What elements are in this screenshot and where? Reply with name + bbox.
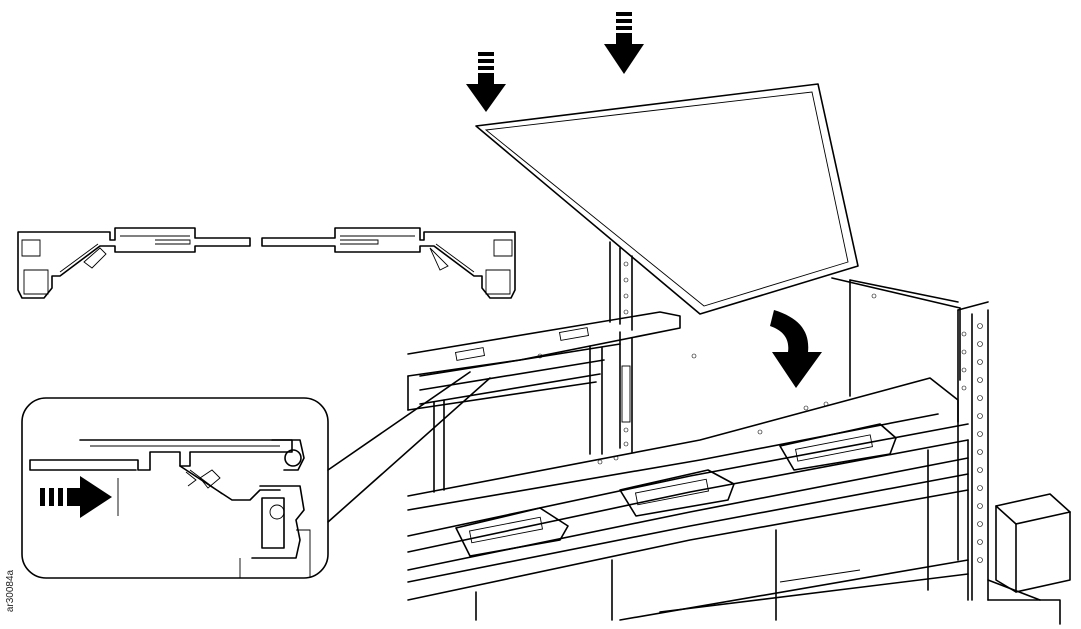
cover-panel xyxy=(475,83,859,315)
detail-callout xyxy=(21,371,491,579)
push-right-arrow-icon xyxy=(40,476,112,518)
push-down-arrow-icon xyxy=(604,12,644,74)
frame-structure xyxy=(407,241,1071,625)
cross-section-profile xyxy=(17,227,516,299)
push-down-arrow-icon xyxy=(466,52,506,112)
slide-down-arrow-icon xyxy=(770,310,822,388)
figure-id-label: ar30084a xyxy=(5,569,16,613)
